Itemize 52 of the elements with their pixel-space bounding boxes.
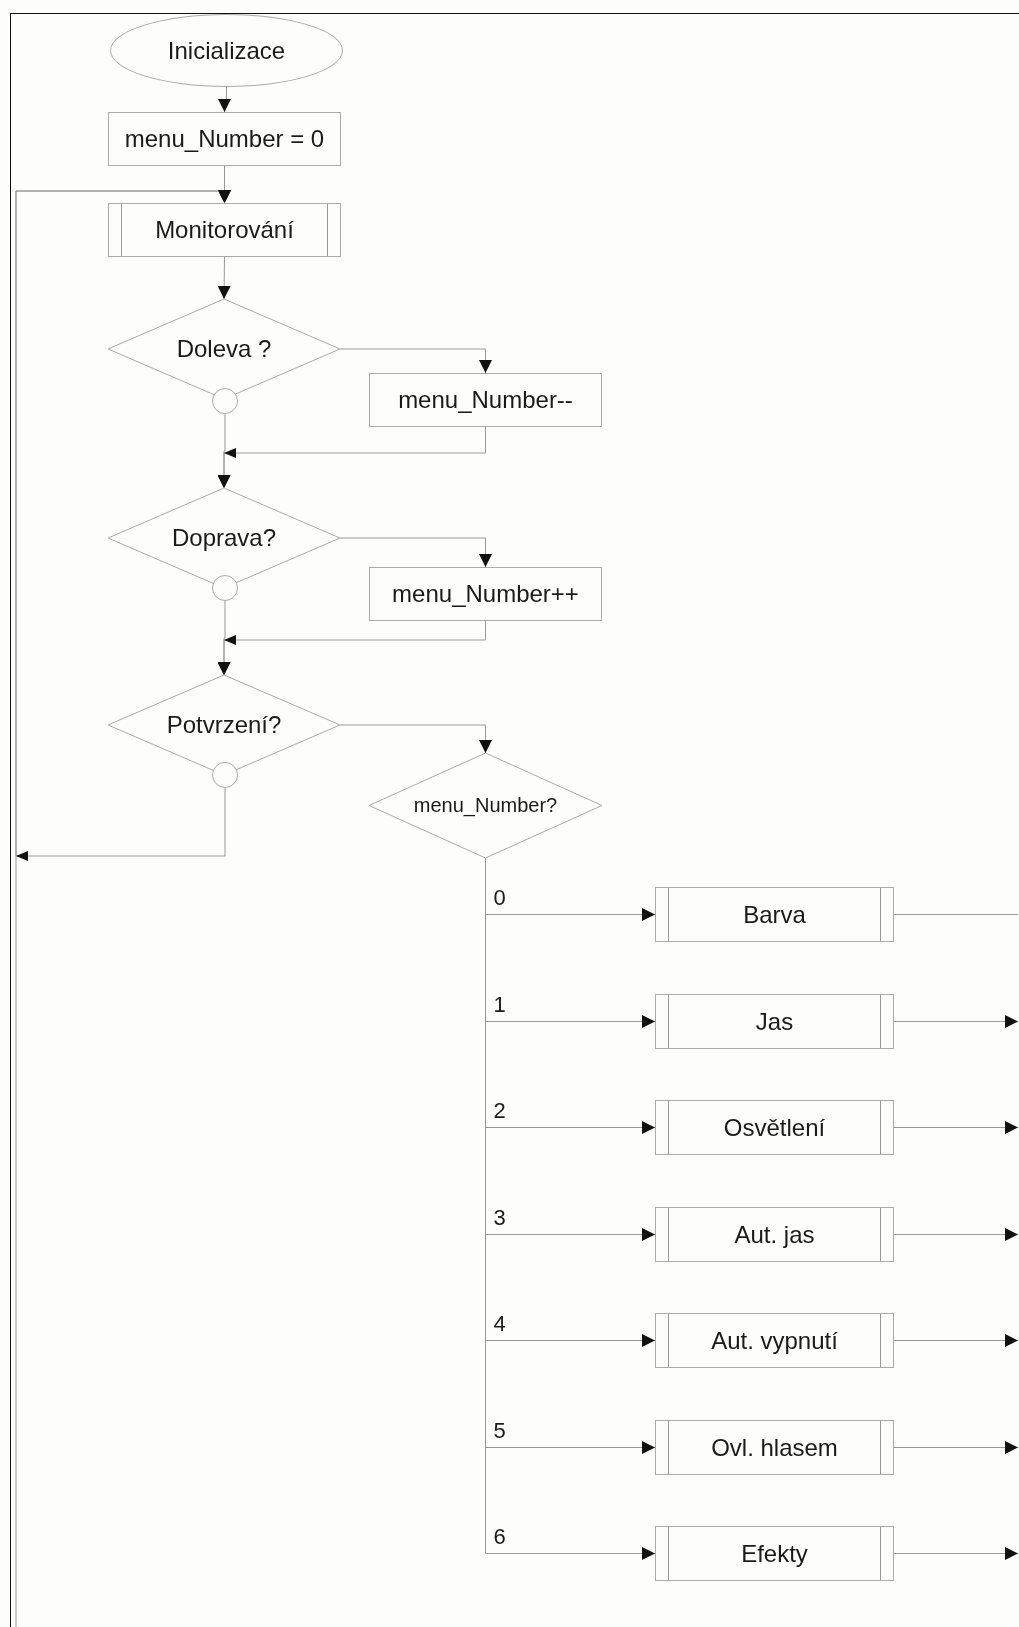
- node-label: menu_Number++: [392, 580, 579, 608]
- node-label: Jas: [755, 1007, 794, 1036]
- connector-arrow: [217, 620, 486, 676]
- edge-label: 4: [493, 1312, 506, 1335]
- connector-circle: [212, 575, 238, 601]
- connector-circle: [212, 388, 238, 414]
- subprocess-box: [655, 1420, 894, 1475]
- process-box: [108, 112, 341, 166]
- node-label: Inicializace: [167, 36, 286, 65]
- edge-label: 1: [493, 993, 506, 1016]
- edge-label: 6: [493, 1525, 506, 1548]
- decision-diamond: [369, 753, 602, 858]
- node-label: Doleva ?: [176, 335, 272, 363]
- connector-arrow: [217, 426, 486, 489]
- connector-arrow: [893, 1121, 1019, 1134]
- connector-arrow: [15, 190, 231, 1627]
- connector-arrow: [339, 724, 492, 754]
- edge-label: 2: [493, 1099, 506, 1122]
- node-label: Potvrzení?: [166, 711, 282, 739]
- node-label: Ovl. hlasem: [711, 1433, 838, 1462]
- edge-label: 5: [493, 1419, 506, 1442]
- connector-arrow: [893, 1334, 1019, 1347]
- connector-arrow: [893, 1441, 1019, 1454]
- subprocess-box: [655, 1100, 894, 1155]
- connector-arrow: [218, 86, 231, 113]
- subprocess-box: [655, 1526, 894, 1581]
- node-label: Aut. jas: [734, 1220, 815, 1249]
- connector-arrow: [893, 1547, 1019, 1560]
- edge-label: 3: [493, 1206, 506, 1229]
- subprocess-box: [655, 1207, 894, 1262]
- subprocess-box: [655, 1313, 894, 1368]
- connector-arrow: [893, 1228, 1019, 1241]
- connector-arrow: [893, 1015, 1019, 1028]
- connector-arrow: [339, 537, 492, 568]
- connector-arrow: [339, 348, 492, 374]
- process-box: [369, 373, 602, 427]
- node-label: menu_Number = 0: [124, 125, 325, 153]
- subprocess-box: [655, 887, 894, 942]
- subprocess-box: [108, 203, 341, 257]
- node-label: Osvětlení: [723, 1113, 826, 1142]
- edge-label: 0: [493, 886, 506, 909]
- node-label: Aut. vypnutí: [711, 1326, 838, 1355]
- connector-circle: [212, 762, 238, 788]
- node-label: Efekty: [741, 1539, 808, 1568]
- node-label: menu_Number--: [398, 386, 573, 414]
- node-label: Monitorování: [155, 216, 294, 244]
- node-label: Doprava?: [171, 524, 277, 552]
- node-label: menu_Number?: [413, 794, 558, 817]
- connector-arrow: [217, 256, 231, 300]
- subprocess-box: [655, 994, 894, 1049]
- node-label: Barva: [743, 900, 806, 929]
- process-box: [369, 567, 602, 621]
